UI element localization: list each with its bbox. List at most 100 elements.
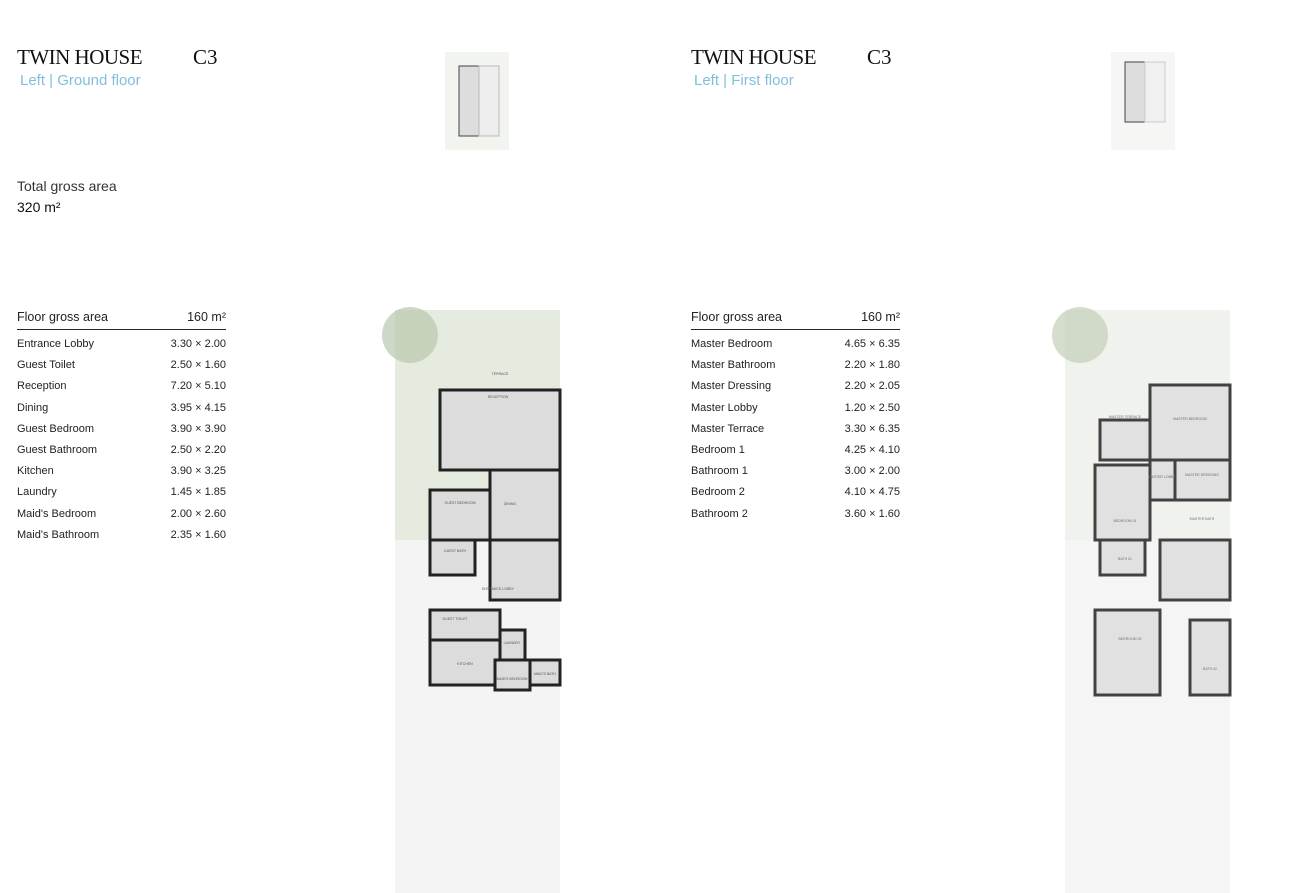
room-name: Dining bbox=[17, 401, 49, 414]
room bbox=[498, 628, 527, 662]
room bbox=[488, 538, 562, 602]
room-row: Bathroom 1 3.00 × 2.00 bbox=[691, 465, 900, 486]
room bbox=[1188, 618, 1232, 697]
room-row: Bedroom 1 4.25 × 4.10 bbox=[691, 444, 900, 465]
unit-code: C3 bbox=[193, 45, 218, 69]
room-dimensions: 1.20 × 2.50 bbox=[844, 401, 900, 414]
key-plan-thumbnail bbox=[445, 52, 509, 150]
floor-area-label: Floor gross area bbox=[17, 310, 109, 324]
room-name: Maid's Bedroom bbox=[17, 507, 97, 520]
page-subtitle: Left | Ground floor bbox=[20, 72, 141, 89]
room-label: BEDROOM 02 bbox=[1119, 637, 1142, 641]
room-dimensions: 4.65 × 6.35 bbox=[844, 338, 900, 350]
room-dimensions: 3.30 × 2.00 bbox=[170, 338, 226, 350]
room-row: Master Terrace 3.30 × 6.35 bbox=[691, 423, 900, 444]
room bbox=[1158, 538, 1232, 602]
room-dimensions: 4.10 × 4.75 bbox=[844, 486, 900, 499]
room-label: MASTER DRESSING bbox=[1185, 473, 1219, 477]
room-label: DINING bbox=[504, 502, 517, 506]
room-name: Master Terrace bbox=[691, 422, 765, 435]
room-name: Bathroom 1 bbox=[691, 465, 748, 478]
room-dimensions: 2.20 × 2.05 bbox=[844, 380, 900, 393]
room-name: Reception bbox=[17, 380, 67, 393]
room-row: Guest Bedroom 3.90 × 3.90 bbox=[17, 423, 226, 444]
room-label: GUEST TOILET bbox=[442, 617, 468, 621]
room bbox=[438, 388, 562, 472]
room-label: MASTER LOBBY bbox=[1148, 475, 1176, 479]
page-title: TWIN HOUSE bbox=[17, 45, 143, 69]
room-name: Master Bathroom bbox=[691, 359, 776, 372]
tree bbox=[382, 307, 438, 363]
room-label: GUEST BEDROOM bbox=[444, 501, 475, 505]
page-first-floor: TWIN HOUSE C3 Left | First floor Floor g… bbox=[674, 0, 1312, 893]
room-row: Maid's Bedroom 2.00 × 2.60 bbox=[17, 508, 226, 529]
room bbox=[1173, 458, 1232, 502]
room bbox=[428, 538, 477, 577]
room bbox=[488, 468, 562, 542]
room bbox=[1098, 418, 1152, 462]
room-row: Bedroom 2 4.10 × 4.75 bbox=[691, 486, 900, 507]
total-gross-area-value: 320 m² bbox=[17, 199, 61, 215]
room-dimensions: 4.25 × 4.10 bbox=[844, 443, 900, 456]
ground-floor-plan: TERRACE RECEPTION GUEST BEDROOM DINING GUEST… bbox=[382, 307, 562, 893]
room bbox=[1148, 383, 1232, 462]
room-label: TERRACE bbox=[492, 372, 509, 376]
room-label: ENTRANCE LOBBY bbox=[482, 587, 515, 591]
room-label: MAID'S BATH bbox=[534, 672, 556, 676]
room-dimensions: 1.45 × 1.85 bbox=[170, 486, 226, 499]
room-label: BEDROOM 01 bbox=[1114, 519, 1137, 523]
room-dimensions: 7.20 × 5.10 bbox=[170, 380, 226, 393]
room-name: Guest Toilet bbox=[17, 359, 75, 372]
tree bbox=[1052, 307, 1108, 363]
room bbox=[1148, 458, 1177, 502]
room-dimensions: 3.90 × 3.25 bbox=[170, 465, 226, 478]
room-row: Bathroom 2 3.60 × 1.60 bbox=[691, 508, 900, 529]
room-label: BATH 02 bbox=[1203, 667, 1217, 671]
room bbox=[428, 488, 492, 542]
room-label: RECEPTION bbox=[488, 395, 509, 399]
room-row: Reception 7.20 × 5.10 bbox=[17, 380, 226, 401]
room-dimensions: 3.30 × 6.35 bbox=[844, 422, 900, 435]
room-table: Floor gross area 160 m² Entrance Lobby 3.3… bbox=[17, 310, 226, 550]
room-dimensions: 2.20 × 1.80 bbox=[844, 359, 900, 372]
room-name: Kitchen bbox=[17, 465, 54, 478]
room-name: Master Bedroom bbox=[691, 338, 773, 350]
room-dimensions: 2.00 × 2.60 bbox=[170, 507, 226, 520]
room-row: Entrance Lobby 3.30 × 2.00 bbox=[17, 338, 226, 359]
unit-code: C3 bbox=[867, 45, 892, 69]
room-row: Dining 3.95 × 4.15 bbox=[17, 402, 226, 423]
room-label: MASTER BEDROOM bbox=[1173, 417, 1207, 421]
room bbox=[528, 658, 562, 687]
floor-area-value: 160 m² bbox=[187, 310, 226, 324]
page-subtitle: Left | First floor bbox=[694, 72, 794, 89]
room-row: Master Bathroom 2.20 × 1.80 bbox=[691, 359, 900, 380]
room-label: BATH 01 bbox=[1118, 557, 1132, 561]
room-dimensions: 3.95 × 4.15 bbox=[170, 401, 226, 414]
room-name: Entrance Lobby bbox=[17, 338, 95, 350]
room-name: Bedroom 1 bbox=[691, 443, 745, 456]
total-gross-area-label: Total gross area bbox=[17, 178, 117, 194]
room-dimensions: 3.90 × 3.90 bbox=[170, 422, 226, 435]
room bbox=[1098, 538, 1147, 577]
room-name: Maid's Bathroom bbox=[17, 528, 100, 541]
room-row: Guest Toilet 2.50 × 1.60 bbox=[17, 359, 226, 380]
room-name: Bedroom 2 bbox=[691, 486, 745, 499]
room-dimensions: 2.35 × 1.60 bbox=[170, 528, 226, 541]
room-name: Bathroom 2 bbox=[691, 507, 748, 520]
room-row: Kitchen 3.90 × 3.25 bbox=[17, 465, 226, 486]
room-label: MASTER BATH bbox=[1190, 517, 1215, 521]
room bbox=[493, 658, 532, 692]
room-dimensions: 3.60 × 1.60 bbox=[844, 507, 900, 520]
room-name: Guest Bedroom bbox=[17, 422, 95, 435]
room-name: Guest Bathroom bbox=[17, 443, 98, 456]
room-dimensions: 2.50 × 1.60 bbox=[170, 359, 226, 372]
floor-area-value: 160 m² bbox=[861, 310, 900, 324]
room-dimensions: 3.00 × 2.00 bbox=[844, 465, 900, 478]
room bbox=[1093, 463, 1152, 542]
room-label: MAID'S BEDROOM bbox=[497, 677, 528, 681]
